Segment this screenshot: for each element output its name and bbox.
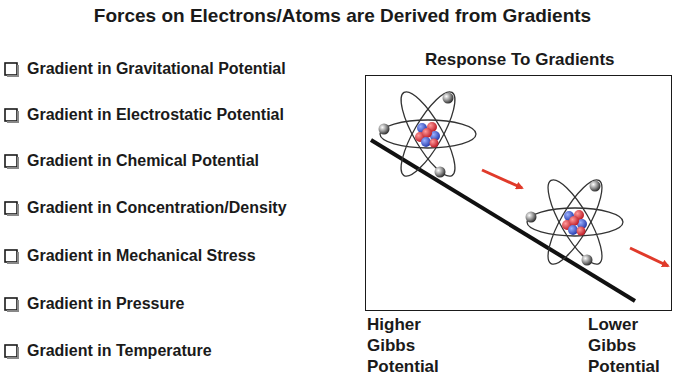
list-item: Gradient in Chemical Potential (27, 152, 259, 170)
list-item: Gradient in Gravitational Potential (27, 60, 286, 78)
list-item: Gradient in Temperature (27, 342, 212, 360)
list-item: Gradient in Electrostatic Potential (27, 106, 284, 124)
checkbox-shadow (7, 65, 19, 359)
potential-label: Lower Gibbs Potential (588, 314, 680, 377)
potential-label: Higher Gibbs Potential (367, 314, 459, 377)
list-item: Gradient in Concentration/Density (27, 199, 287, 217)
panel-box: Response To Gradients (365, 75, 672, 311)
atom-figure (379, 85, 477, 182)
list-item: Gradient in Pressure (27, 295, 184, 313)
checkbox-symbol (5, 63, 17, 357)
atom-figure (526, 173, 624, 270)
motion-arrow (630, 248, 668, 266)
list-item: Gradient in Mechanical Stress (27, 247, 256, 265)
title: Forces on Electrons/Atoms are Derived fr… (0, 5, 685, 27)
motion-arrow (482, 170, 522, 188)
slope-line (371, 140, 635, 301)
panel-heading: Response To Gradients (425, 50, 615, 70)
